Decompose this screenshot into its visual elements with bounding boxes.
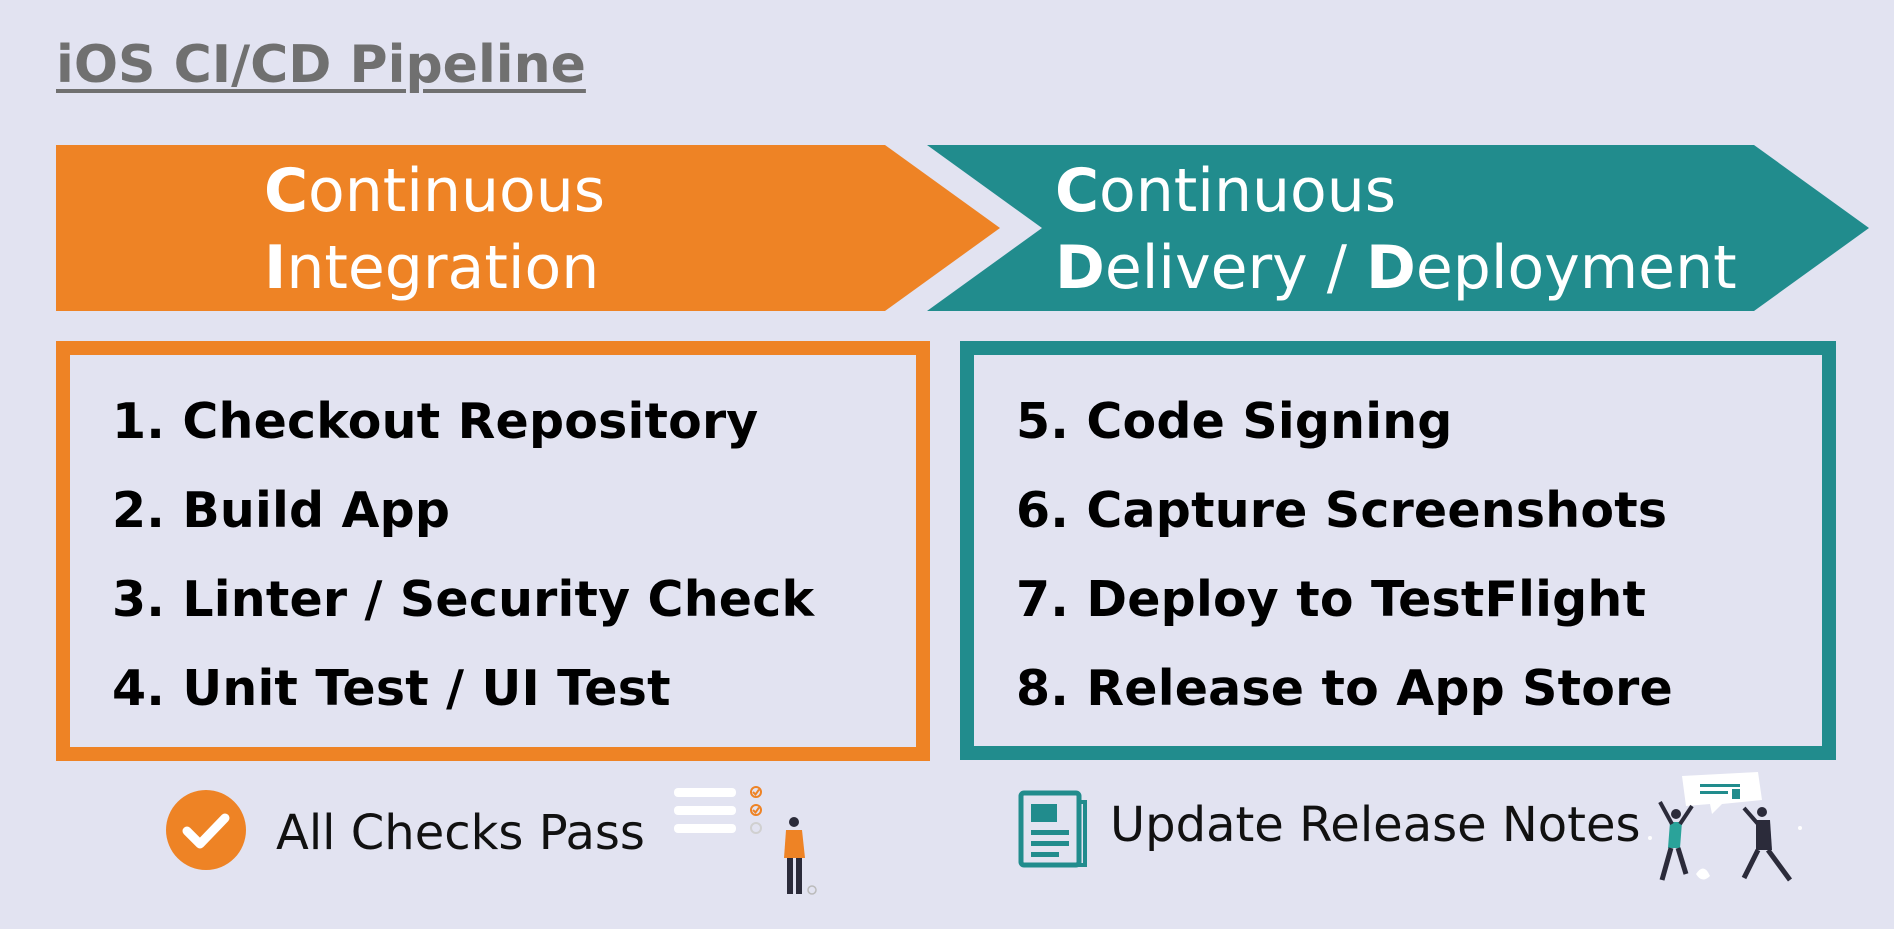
cd-banner-title: Continuous Delivery / Deployment [1055,153,1737,307]
cd-banner-arrow-shape [927,145,1869,311]
ci-banner-title: Continuous Integration [264,153,605,307]
celebrating-people-illustration-icon [1648,772,1802,882]
cd-steps-list: 5. Code Signing 6. Capture Screenshots 7… [1016,377,1673,733]
all-checks-pass-label: All Checks Pass [276,805,645,861]
ci-steps-box: 1. Checkout Repository 2. Build App 3. L… [56,341,930,761]
ci-step: 1. Checkout Repository [112,393,759,450]
cd-step: 5. Code Signing [1016,393,1453,450]
cd-steps-box: 5. Code Signing 6. Capture Screenshots 7… [960,341,1836,760]
cd-banner-line-1: Continuous [1055,156,1397,226]
document-icon [1018,790,1087,868]
ci-step: 2. Build App [112,482,451,539]
check-circle-icon [166,790,246,870]
ci-banner-line-2: Integration [264,233,600,303]
ci-banner-arrow-shape [56,145,1000,311]
update-release-notes-label: Update Release Notes [1110,797,1641,853]
ci-step: 4. Unit Test / UI Test [112,660,671,717]
cd-step: 7. Deploy to TestFlight [1016,571,1647,628]
ci-step: 3. Linter / Security Check [112,571,815,628]
cd-banner: Continuous Delivery / Deployment [927,145,1869,311]
page-title: iOS CI/CD Pipeline [56,35,586,95]
cd-step: 6. Capture Screenshots [1016,482,1668,539]
ci-steps-list: 1. Checkout Repository 2. Build App 3. L… [112,377,814,733]
cd-banner-line-2: Delivery / Deployment [1055,233,1737,303]
checklist-person-illustration-icon [674,786,817,895]
ci-banner: Continuous Integration [56,145,1000,311]
ci-banner-line-1: Continuous [264,156,606,226]
cd-step: 8. Release to App Store [1016,660,1673,717]
